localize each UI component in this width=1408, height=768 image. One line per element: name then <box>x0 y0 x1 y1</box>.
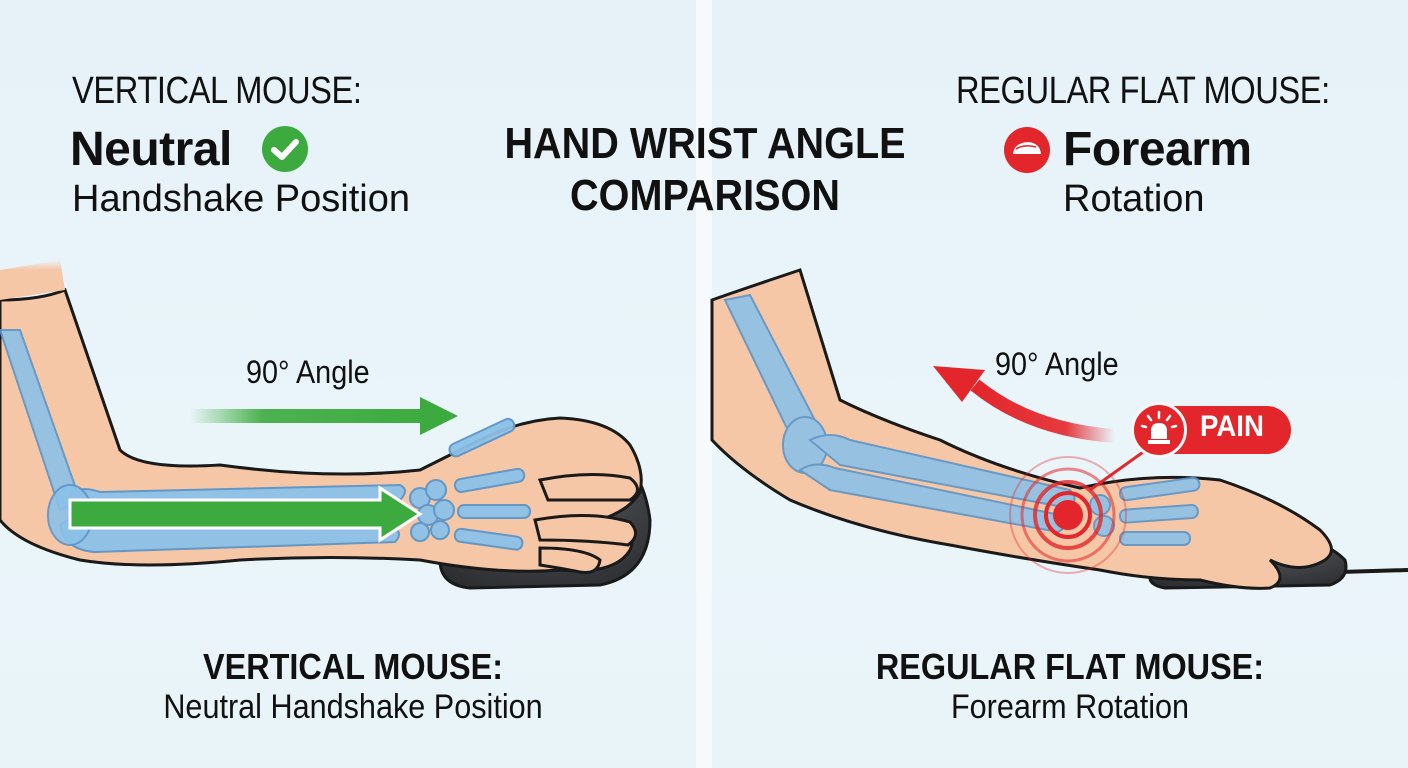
flat-mouse-illustration <box>710 268 1408 590</box>
right-caption-subtitle: Forearm Rotation <box>950 688 1190 726</box>
left-caption-title: VERTICAL MOUSE: <box>202 646 504 687</box>
left-header-status: Neutral <box>70 123 232 176</box>
right-header-subtitle: Rotation <box>1063 178 1205 220</box>
vertical-mouse-panel <box>0 0 696 768</box>
right-caption-title: REGULAR FLAT MOUSE: <box>875 646 1265 687</box>
check-circle-icon <box>262 126 308 172</box>
mouse-warning-icon <box>1004 127 1050 173</box>
left-header-subtitle: Handshake Position <box>72 178 410 220</box>
left-angle-label: 90° Angle <box>246 354 370 390</box>
title-line-2: COMPARISON <box>570 171 840 220</box>
left-caption-subtitle: Neutral Handshake Position <box>163 688 543 726</box>
alarm-siren-icon <box>1131 402 1187 458</box>
right-header-label: REGULAR FLAT MOUSE: <box>956 70 1330 112</box>
page-title: HAND WRIST ANGLE COMPARISON <box>494 118 917 222</box>
pain-label: PAIN <box>1200 410 1264 443</box>
right-angle-label: 90° Angle <box>995 346 1119 382</box>
vertical-mouse-illustration <box>0 260 652 590</box>
right-header-status: Forearm <box>1063 123 1252 176</box>
left-header-label: VERTICAL MOUSE: <box>72 70 362 112</box>
panel-divider <box>696 0 712 768</box>
title-line-1: HAND WRIST ANGLE <box>504 119 906 168</box>
